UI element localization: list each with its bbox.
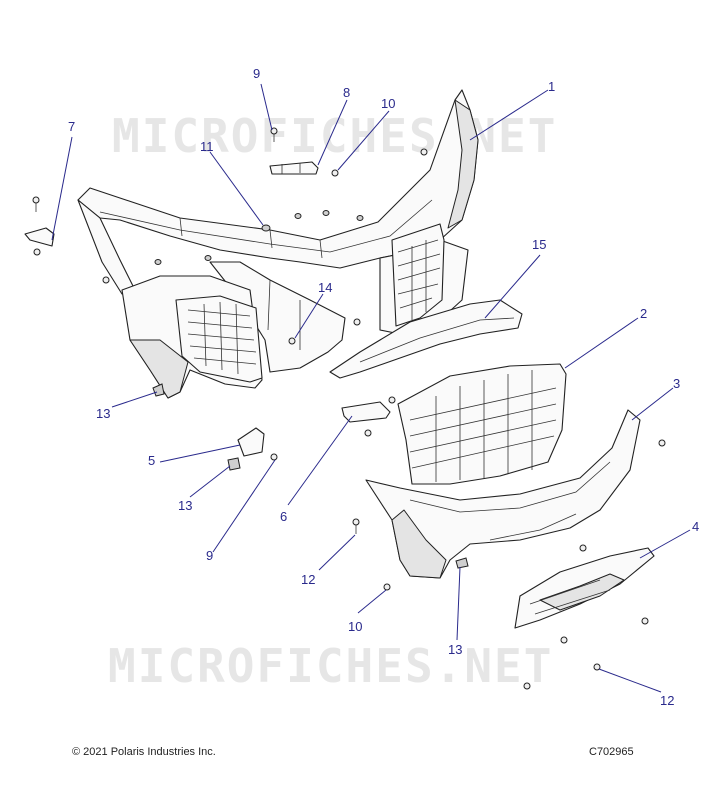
callout-14: 14 (318, 280, 332, 295)
fasteners-lower (152, 383, 469, 591)
callout-8: 8 (343, 85, 350, 100)
part-3-lower-bumper (365, 409, 666, 579)
part-5-bracket (227, 427, 278, 471)
part-2-grille (397, 363, 567, 485)
copyright-text: © 2021 Polaris Industries Inc. (72, 746, 216, 758)
callout-15: 15 (532, 237, 546, 252)
watermark-top: MICROFICHES.NET (112, 109, 557, 163)
callout-4: 4 (692, 519, 699, 534)
callout-9-top: 9 (253, 66, 260, 81)
callout-13-middle: 13 (178, 498, 192, 513)
callout-10-top: 10 (381, 96, 395, 111)
callout-labels: 1 2 3 4 5 6 7 8 9 9 10 10 11 12 12 13 13… (68, 66, 699, 708)
callout-3: 3 (673, 376, 680, 391)
callout-13-left: 13 (96, 406, 110, 421)
callout-6: 6 (280, 509, 287, 524)
figure-code: C702965 (589, 746, 634, 758)
callout-5: 5 (148, 453, 155, 468)
fasteners-top (102, 127, 428, 345)
part-8-bracket (269, 161, 319, 175)
callout-13-bottom: 13 (448, 642, 462, 657)
callout-12-right: 12 (660, 693, 674, 708)
callout-12-left: 12 (301, 572, 315, 587)
part-6-bracket (341, 396, 396, 437)
watermark-bottom: MICROFICHES.NET (108, 639, 553, 693)
callout-11: 11 (200, 139, 214, 154)
part-4-skid-plate (514, 547, 655, 690)
callout-10-bottom: 10 (348, 619, 362, 634)
callout-2: 2 (640, 306, 647, 321)
callout-9-bottom: 9 (206, 548, 213, 563)
part-7-bracket (24, 196, 55, 256)
left-grille-housing (121, 275, 263, 399)
right-upper-grille (391, 223, 445, 327)
leader-lines (51, 83, 691, 693)
part-15-trim (329, 299, 523, 379)
callout-7: 7 (68, 119, 75, 134)
callout-1: 1 (548, 79, 555, 94)
